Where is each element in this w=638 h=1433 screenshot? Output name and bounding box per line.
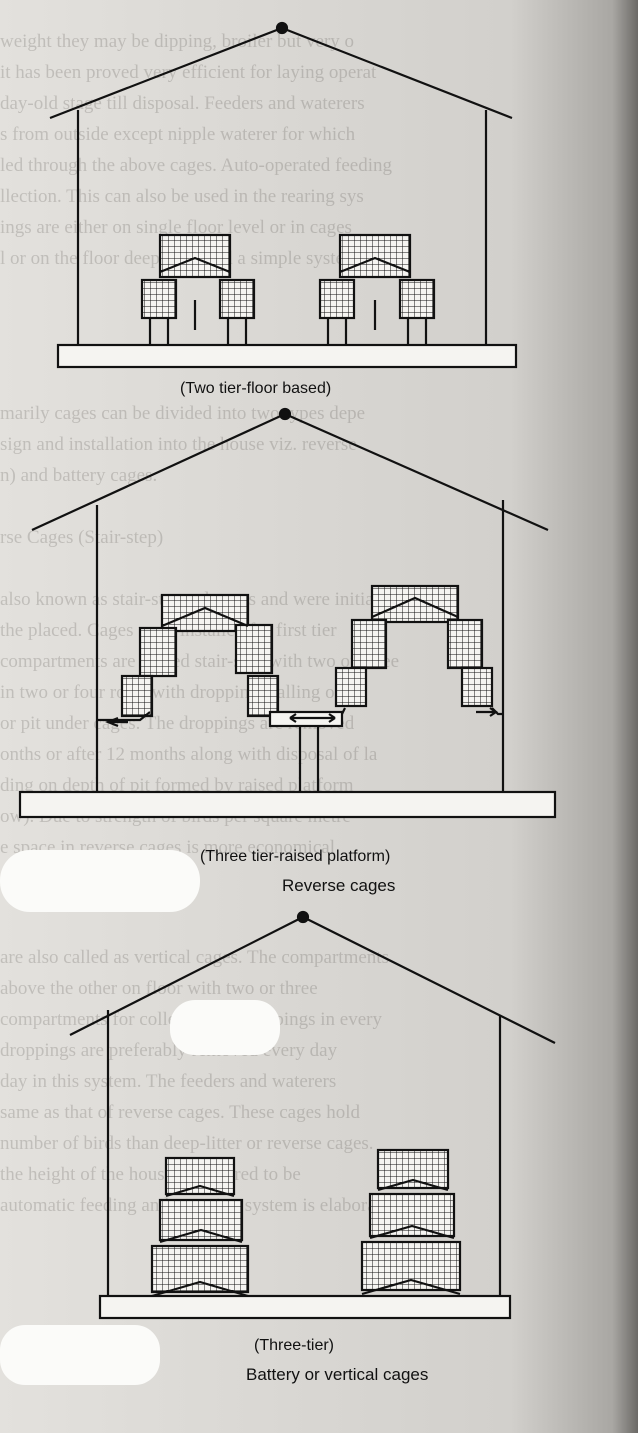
raised-platform (268, 710, 344, 792)
cage-upper (158, 233, 232, 279)
cage-mid (446, 618, 484, 670)
house-roof (69, 910, 556, 1044)
cage-mid (138, 626, 178, 678)
cage-tier-mid (368, 1192, 456, 1238)
ghost-line: sign and installation into the house viz… (0, 434, 357, 455)
figure-battery-three-tier (69, 910, 556, 1320)
house-walls (76, 110, 488, 345)
figure-two-tier-floor-based (49, 21, 518, 369)
cage-stack-left (150, 1156, 250, 1298)
ghost-line: day in this system. The feeders and wate… (0, 1071, 337, 1092)
ghost-line: ings are either on single floor level or… (0, 217, 352, 238)
cage-lower (218, 278, 256, 320)
cage-tier-bottom (150, 1244, 250, 1294)
cage-lower (318, 278, 356, 320)
cage-lower (398, 278, 436, 320)
house-roof (49, 21, 513, 120)
cage-tier-top (376, 1148, 450, 1190)
ghost-line: same as that of reverse cages. These cag… (0, 1102, 360, 1123)
ghost-line: weight they may be dipping, broiler but … (0, 31, 355, 52)
cage-top (160, 593, 250, 633)
figure-heading-battery-cages: Battery or vertical cages (246, 1365, 429, 1384)
figure-caption-three-tier: (Three-tier) (254, 1337, 335, 1354)
cage-bottom (246, 674, 280, 718)
ghost-line: s from outside except nipple waterer for… (0, 124, 356, 145)
ghost-line: llection. This can also be used in the r… (0, 186, 364, 207)
figure-caption-three-tier-raised: (Three tier-raised platform) (200, 848, 391, 865)
house-roof (31, 407, 549, 532)
cage-set-left (140, 233, 256, 345)
ghost-line: are also called as vertical cages. The c… (0, 947, 389, 968)
cage-tier-bottom (360, 1240, 462, 1292)
ghost-line: it has been proved very efficient for la… (0, 62, 377, 83)
house-floor (98, 1294, 512, 1320)
ghost-line: number of birds than deep-litter or reve… (0, 1133, 374, 1154)
cage-mid (350, 618, 388, 670)
cage-set-right (310, 584, 502, 720)
cage-bottom (334, 666, 368, 708)
cage-bottom (460, 666, 494, 708)
figure-three-tier-raised-platform (18, 407, 557, 819)
cage-bottom (120, 674, 154, 718)
house-floor (18, 790, 557, 819)
cage-tier-mid (158, 1198, 244, 1242)
house-floor (56, 343, 518, 369)
ghost-line: rse Cages (Stair-step) (0, 527, 164, 548)
cage-lower (140, 278, 178, 320)
cage-stack-right (360, 1148, 462, 1296)
ghost-line: compartments are placed stair-step with … (0, 651, 399, 672)
whiteout-patch (170, 1000, 280, 1055)
cage-set-right (318, 233, 436, 345)
background-text-block-1: weight they may be dipping, broiler but … (0, 26, 638, 274)
whiteout-patch (0, 850, 200, 912)
cage-upper (338, 233, 412, 279)
whiteout-patch (0, 1325, 160, 1385)
figure-caption-two-tier: (Two tier-floor based) (180, 380, 332, 397)
ghost-line: or pit under cages. The droppings are re… (0, 713, 355, 734)
ghost-line: ding on depth of pit formed by raised pl… (0, 775, 354, 796)
ghost-line: above the other on floor with two or thr… (0, 978, 318, 999)
cage-set-left (98, 593, 300, 728)
ghost-line: day-old stage till disposal. Feeders and… (0, 93, 365, 114)
house-walls (95, 500, 505, 792)
ghost-line: onths or after 12 months along with disp… (0, 744, 378, 765)
ghost-line: n) and battery cages. (0, 465, 158, 486)
figure-heading-reverse-cages: Reverse cages (282, 876, 396, 895)
cage-tier-top (164, 1156, 236, 1196)
house-walls (106, 1010, 502, 1300)
cage-top (370, 584, 460, 624)
cage-mid (234, 623, 274, 675)
ghost-line: led through the above cages. Auto-operat… (0, 155, 392, 176)
